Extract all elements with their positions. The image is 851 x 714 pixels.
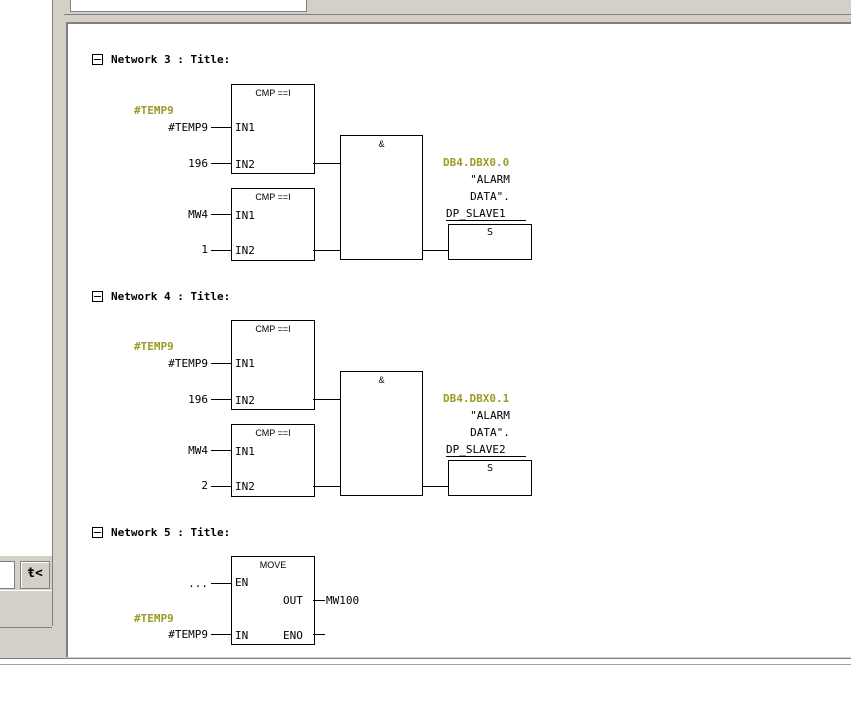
cmp2-in1-operand[interactable]: MW4 <box>188 444 208 457</box>
cmp1-in1-operand[interactable]: #TEMP9 <box>168 121 208 134</box>
cmp-block[interactable]: CMP ==I IN1 IN2 <box>231 424 315 497</box>
output-symbol-line: DATA". <box>470 190 510 203</box>
block-title: & <box>378 139 385 149</box>
wire <box>211 486 231 487</box>
underline <box>446 456 526 457</box>
wire <box>211 399 231 400</box>
underline <box>446 220 526 221</box>
pin-en: EN <box>235 576 249 589</box>
wire <box>211 127 231 128</box>
left-pane-input[interactable] <box>0 561 15 589</box>
pin-in2: IN2 <box>235 394 255 407</box>
collapse-icon[interactable] <box>92 54 103 65</box>
output-symbol-line: DP_SLAVE2 <box>446 443 506 456</box>
cmp-block[interactable]: CMP ==I IN1 IN2 <box>231 320 315 410</box>
wire <box>313 250 340 251</box>
block-title: MOVE <box>259 560 287 570</box>
network-title: Network 5 : Title: <box>111 526 231 539</box>
network-title: Network 4 : Title: <box>111 290 231 303</box>
en-operand[interactable]: ... <box>188 577 208 590</box>
move-block[interactable]: MOVE EN OUT IN ENO <box>231 556 315 645</box>
network-title: Network 3 : Title: <box>111 53 231 66</box>
block-title: CMP ==I <box>255 428 291 438</box>
left-pane-button[interactable]: ŧ< <box>20 561 50 589</box>
block-title: CMP ==I <box>255 192 291 202</box>
collapse-icon[interactable] <box>92 291 103 302</box>
bottom-panel <box>0 658 851 714</box>
pin-in1: IN1 <box>235 121 255 134</box>
pin-in2: IN2 <box>235 480 255 493</box>
block-title: CMP ==I <box>255 88 291 98</box>
wire <box>211 583 231 584</box>
wire <box>313 163 340 164</box>
pin-in2: IN2 <box>235 244 255 257</box>
output-symbol-line: DP_SLAVE1 <box>446 207 506 220</box>
cmp-block[interactable]: CMP ==I IN1 IN2 <box>231 84 315 174</box>
cmp2-in1-operand[interactable]: MW4 <box>188 208 208 221</box>
cmp-block[interactable]: CMP ==I IN1 IN2 <box>231 188 315 261</box>
set-coil[interactable]: S <box>448 460 532 496</box>
output-address: DB4.DBX0.1 <box>443 392 510 405</box>
pin-out: OUT <box>283 594 303 607</box>
block-title: CMP ==I <box>255 324 291 334</box>
pin-in1: IN1 <box>235 445 255 458</box>
pin-in1: IN1 <box>235 209 255 222</box>
wire <box>211 214 231 215</box>
network-5-header[interactable]: Network 5 : Title: <box>92 526 230 539</box>
pin-in2: IN2 <box>235 158 255 171</box>
divider <box>0 664 851 665</box>
cmp2-in2-operand[interactable]: 1 <box>201 243 208 256</box>
network-4-header[interactable]: Network 4 : Title: <box>92 290 230 303</box>
left-pane-status <box>0 590 52 628</box>
output-symbol-line: DATA". <box>470 426 510 439</box>
left-pane <box>0 0 53 626</box>
cmp2-in2-operand[interactable]: 2 <box>201 479 208 492</box>
wire <box>313 634 325 635</box>
coil-label: S <box>486 463 494 474</box>
wire <box>211 450 231 451</box>
output-symbol-line: "ALARM <box>470 173 510 186</box>
cmp1-in1-operand[interactable]: #TEMP9 <box>168 357 208 370</box>
wire <box>313 600 325 601</box>
wire <box>211 363 231 364</box>
wire <box>422 250 448 251</box>
splitter[interactable] <box>53 0 60 626</box>
wire <box>211 250 231 251</box>
wire <box>211 163 231 164</box>
set-coil[interactable]: S <box>448 224 532 260</box>
and-block[interactable]: & <box>340 371 423 496</box>
in-operand[interactable]: #TEMP9 <box>168 628 208 641</box>
and-block[interactable]: & <box>340 135 423 260</box>
block-title: & <box>378 375 385 385</box>
output-symbol-line: "ALARM <box>470 409 510 422</box>
cmp1-in2-operand[interactable]: 196 <box>188 157 208 170</box>
cmp1-in2-operand[interactable]: 196 <box>188 393 208 406</box>
pin-in: IN <box>235 629 249 642</box>
output-address: DB4.DBX0.0 <box>443 156 510 169</box>
symbol-comment: #TEMP9 <box>134 104 174 117</box>
network-3-header[interactable]: Network 3 : Title: <box>92 53 230 66</box>
symbol-comment: #TEMP9 <box>134 612 174 625</box>
top-field[interactable] <box>70 0 307 12</box>
pin-eno: ENO <box>283 629 303 642</box>
coil-label: S <box>486 227 494 238</box>
wire <box>313 486 340 487</box>
wire <box>422 486 448 487</box>
out-operand[interactable]: MW100 <box>326 594 360 607</box>
wire <box>313 399 340 400</box>
collapse-icon[interactable] <box>92 527 103 538</box>
symbol-comment: #TEMP9 <box>134 340 174 353</box>
pin-in1: IN1 <box>235 357 255 370</box>
wire <box>211 634 231 635</box>
fbd-editor[interactable] <box>66 22 851 657</box>
